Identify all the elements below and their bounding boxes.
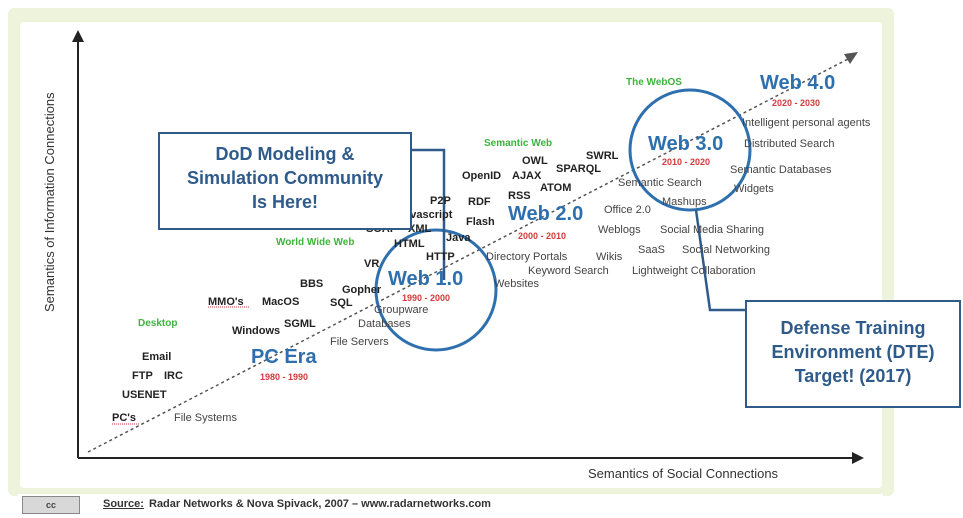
y-axis-arrow bbox=[72, 30, 84, 42]
term-openid: OpenID bbox=[462, 170, 502, 182]
term-wikis: Wikis bbox=[596, 251, 623, 263]
era-web4-name: Web 4.0 bbox=[760, 72, 836, 94]
source-label: Source: bbox=[103, 498, 144, 510]
term-social-media: Social Media Sharing bbox=[660, 224, 764, 236]
term-semantic-databases: Semantic Databases bbox=[730, 164, 832, 176]
web3-circle bbox=[628, 88, 752, 212]
term-swrl: SWRL bbox=[586, 150, 619, 162]
term-vr: VR bbox=[364, 258, 380, 270]
term-java: Java bbox=[446, 232, 471, 244]
term-mmos: MMO's bbox=[208, 296, 244, 308]
category-semantic-web: Semantic Web bbox=[484, 138, 553, 149]
term-ajax: AJAX bbox=[512, 170, 542, 182]
term-flash: Flash bbox=[466, 216, 495, 228]
term-macos: MacOS bbox=[262, 296, 300, 308]
term-irc: IRC bbox=[164, 370, 183, 382]
term-html: HTML bbox=[394, 238, 425, 250]
term-ftp: FTP bbox=[132, 370, 153, 382]
term-sparql: SPARQL bbox=[556, 163, 602, 175]
cc-license-badge: cc bbox=[22, 496, 80, 514]
term-gopher: Gopher bbox=[342, 284, 382, 296]
term-distributed-search: Distributed Search bbox=[744, 138, 835, 150]
term-p2p: P2P bbox=[430, 195, 451, 207]
term-sql: SQL bbox=[330, 297, 353, 309]
era-web1-years: 1990 - 2000 bbox=[402, 293, 451, 303]
x-axis-label: Semantics of Social Connections bbox=[588, 466, 779, 481]
term-sgml: SGML bbox=[284, 318, 316, 330]
term-http: HTTP bbox=[426, 251, 455, 263]
term-semantic-search: Semantic Search bbox=[618, 177, 702, 189]
term-rss: RSS bbox=[508, 190, 531, 202]
term-weblogs: Weblogs bbox=[598, 224, 641, 236]
y-axis-label: Semantics of Information Connections bbox=[42, 92, 57, 312]
term-bbs: BBS bbox=[300, 278, 324, 290]
term-groupware: Groupware bbox=[374, 304, 429, 316]
term-office20: Office 2.0 bbox=[604, 204, 651, 216]
term-xml: XML bbox=[408, 223, 432, 235]
term-lightweight: Lightweight Collaboration bbox=[632, 265, 756, 277]
term-pcs: PC's bbox=[112, 412, 137, 424]
dte-callout-text: Defense Training Environment (DTE) Targe… bbox=[771, 318, 935, 386]
dte-connector bbox=[694, 209, 745, 312]
term-rdf: RDF bbox=[468, 196, 491, 208]
era-pc-years: 1980 - 1990 bbox=[260, 372, 309, 382]
term-owl: OWL bbox=[522, 155, 548, 167]
source-text: Radar Networks & Nova Spivack, 2007 – ww… bbox=[149, 498, 491, 510]
term-websites: Websites bbox=[494, 278, 540, 290]
term-keyword-search: Keyword Search bbox=[528, 265, 609, 277]
source-footer: cc Source: Radar Networks & Nova Spivack… bbox=[18, 494, 883, 514]
category-webos: The WebOS bbox=[626, 77, 682, 88]
era-web2-name: Web 2.0 bbox=[508, 203, 584, 225]
term-windows: Windows bbox=[232, 325, 281, 337]
term-file-systems: File Systems bbox=[174, 412, 237, 424]
diagram-canvas bbox=[20, 22, 882, 488]
era-web2-years: 2000 - 2010 bbox=[518, 231, 567, 241]
category-www: World Wide Web bbox=[276, 237, 355, 248]
dod-callout-text: DoD Modeling & Simulation Community Is H… bbox=[186, 144, 383, 212]
dod-connector bbox=[412, 148, 446, 280]
term-mashups: Mashups bbox=[662, 196, 707, 208]
era-web3-years: 2010 - 2020 bbox=[662, 157, 711, 167]
term-email: Email bbox=[142, 351, 172, 363]
term-intelligent-agents: Intelligent personal agents bbox=[742, 117, 871, 129]
category-desktop: Desktop bbox=[138, 318, 178, 329]
term-social-networking: Social Networking bbox=[682, 244, 771, 256]
term-saas: SaaS bbox=[638, 244, 665, 256]
term-file-servers: File Servers bbox=[330, 336, 389, 348]
trend-arrow bbox=[844, 52, 858, 64]
trend-diagonal bbox=[87, 57, 851, 453]
term-directory-portals: Directory Portals bbox=[486, 251, 568, 263]
term-atom: ATOM bbox=[540, 182, 572, 194]
term-usenet: USENET bbox=[122, 389, 167, 401]
era-web4-years: 2020 - 2030 bbox=[772, 98, 821, 108]
term-databases: Databases bbox=[358, 318, 411, 330]
era-pc-name: PC Era bbox=[251, 346, 317, 368]
web1-circle bbox=[374, 228, 498, 352]
era-web3-name: Web 3.0 bbox=[648, 133, 724, 155]
dte-callout: Defense Training Environment (DTE) Targe… bbox=[745, 300, 961, 408]
term-widgets: Widgets bbox=[734, 183, 774, 195]
era-web1-name: Web 1.0 bbox=[388, 268, 464, 290]
x-axis-arrow bbox=[852, 452, 864, 464]
dod-callout: DoD Modeling & Simulation Community Is H… bbox=[158, 132, 412, 230]
